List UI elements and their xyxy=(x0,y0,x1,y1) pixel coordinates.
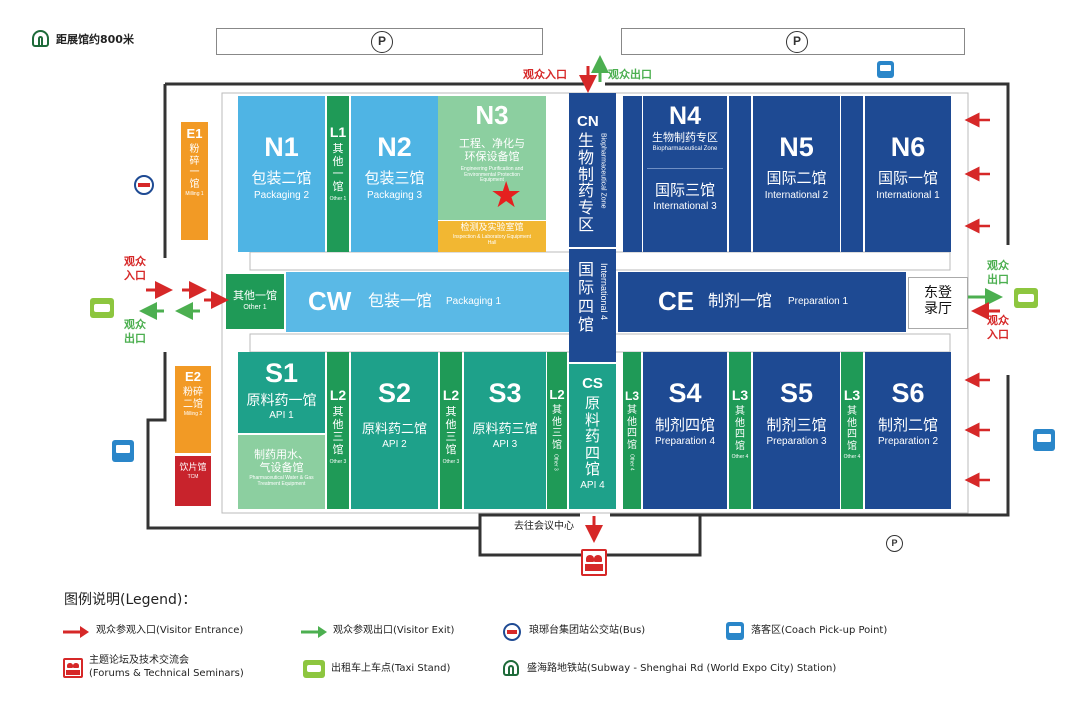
legend-taxi: 出租车上车点(Taxi Stand) xyxy=(331,663,451,674)
visitor-exit-label: 观众 出口 xyxy=(124,318,146,345)
coach-icon[interactable] xyxy=(1033,429,1055,451)
coach-icon[interactable] xyxy=(877,61,894,78)
taxi-icon[interactable] xyxy=(90,298,114,318)
hall-s4[interactable]: S4 制剂四馆 Preparation 4 xyxy=(643,352,727,509)
coach-icon xyxy=(726,622,744,640)
hall-cw[interactable]: CW 包装一馆 Packaging 1 xyxy=(286,272,570,332)
hall-n3-lab[interactable]: 检测及实验室馆 Inspection & Laboratory Equipmen… xyxy=(438,221,546,252)
parking-icon: P xyxy=(786,31,808,53)
hall-s1-water[interactable]: 制药用水、 气设备馆 Pharmaceutical Water & Gas Tr… xyxy=(238,435,325,509)
forum-icon xyxy=(63,658,83,678)
hall-n1[interactable]: N1 包装二馆 Packaging 2 xyxy=(238,96,325,252)
hall-l3-c[interactable]: L3 其他四馆 Other 4 xyxy=(841,352,863,509)
hall-tcm[interactable]: 饮片馆 TCM xyxy=(175,456,211,506)
visitor-exit-label: 观众出口 xyxy=(608,68,652,81)
hall-n6[interactable]: N6 国际一馆 International 1 xyxy=(865,96,951,252)
hall-l2-b[interactable]: L2 其他三馆 Other 3 xyxy=(440,352,462,509)
hall-n4[interactable]: N4 生物制药专区 Biopharmaceutical Zone 国际三馆 In… xyxy=(643,96,727,252)
hall-l2-c[interactable]: L2 其他三馆 Other 3 xyxy=(547,352,567,509)
hall-other1[interactable]: 其他一馆 Other 1 xyxy=(226,274,284,329)
legend-bus: 琅琊台集团站公交站(Bus) xyxy=(529,625,646,636)
parking-icon: P xyxy=(886,535,903,552)
legend-subway: 盛海路地铁站(Subway - Shenghai Rd (World Expo … xyxy=(527,663,837,674)
hall-n2[interactable]: N2 包装三馆 Packaging 3 xyxy=(351,96,438,252)
hall-cs[interactable]: CS 原料药四馆 API 4 xyxy=(569,364,616,509)
legend-arrow-icon xyxy=(63,626,89,638)
visitor-entrance-label: 观众 入口 xyxy=(987,314,1009,341)
star-marker: ★ xyxy=(490,175,523,216)
legend-coach: 落客区(Coach Pick-up Point) xyxy=(751,625,888,636)
forum-icon[interactable] xyxy=(581,549,607,576)
hall-l3-a[interactable]: L3 其他四馆 Other 4 xyxy=(623,352,641,509)
subway-distance-note: 距展馆约800米 xyxy=(56,33,134,46)
hall-s1[interactable]: S1 原料药一馆 API 1 xyxy=(238,352,325,433)
coach-icon[interactable] xyxy=(112,440,134,462)
subway-icon xyxy=(32,30,49,47)
hall-s2[interactable]: S2 原料药二馆 API 2 xyxy=(351,352,438,509)
taxi-icon xyxy=(303,660,325,678)
legend-entrance: 观众参观入口(Visitor Entrance) xyxy=(96,625,244,636)
visitor-entrance-label: 观众 入口 xyxy=(124,255,146,282)
hall-ce[interactable]: CE 制剂一馆 Preparation 1 xyxy=(618,272,906,332)
hall-s5[interactable]: S5 制剂三馆 Preparation 3 xyxy=(753,352,840,509)
legend-forum: 主题论坛及技术交流会 (Forums & Technical Seminars) xyxy=(89,655,244,679)
hall-cn[interactable]: CN 生物制药专区 Biopharmaceutical Zone xyxy=(569,93,616,247)
visitor-entrance-label: 观众入口 xyxy=(523,68,567,81)
hall-international-4[interactable]: 国际四馆 International 4 xyxy=(569,249,616,362)
taxi-icon[interactable] xyxy=(1014,288,1038,308)
hall-s6[interactable]: S6 制剂二馆 Preparation 2 xyxy=(865,352,951,509)
hall-l3-b[interactable]: L3 其他四馆 Other 4 xyxy=(729,352,751,509)
conference-center-label: 去往会议中心 xyxy=(514,521,574,532)
hall-n3[interactable]: N3 工程、净化与 环保设备馆 Engineering Purification… xyxy=(438,96,546,220)
east-registration-lobby[interactable]: 东登 录厅 xyxy=(908,277,968,329)
bus-icon xyxy=(503,623,521,641)
parking-icon: P xyxy=(371,31,393,53)
legend-exit: 观众参观出口(Visitor Exit) xyxy=(333,625,455,636)
hall-l2-a[interactable]: L2 其他三馆 Other 3 xyxy=(327,352,349,509)
hall-n5[interactable]: N5 国际二馆 International 2 xyxy=(753,96,840,252)
visitor-exit-label: 观众 出口 xyxy=(987,259,1009,286)
subway-icon xyxy=(503,660,519,676)
bus-icon[interactable] xyxy=(134,175,154,195)
hall-n5-gap xyxy=(729,96,751,252)
hall-n4-gap xyxy=(623,96,642,252)
divider xyxy=(647,168,723,169)
legend-arrow-icon xyxy=(301,626,327,638)
hall-e2[interactable]: E2 粉碎二馆 Milling 2 xyxy=(175,366,211,453)
hall-l1[interactable]: L1 其他一馆 Other 1 xyxy=(327,96,349,252)
hall-e1[interactable]: E1 粉碎一馆 Milling 1 xyxy=(181,122,208,240)
hall-n6-gap xyxy=(841,96,863,252)
legend-title: 图例说明(Legend)： xyxy=(64,592,197,608)
hall-s3[interactable]: S3 原料药三馆 API 3 xyxy=(464,352,546,509)
